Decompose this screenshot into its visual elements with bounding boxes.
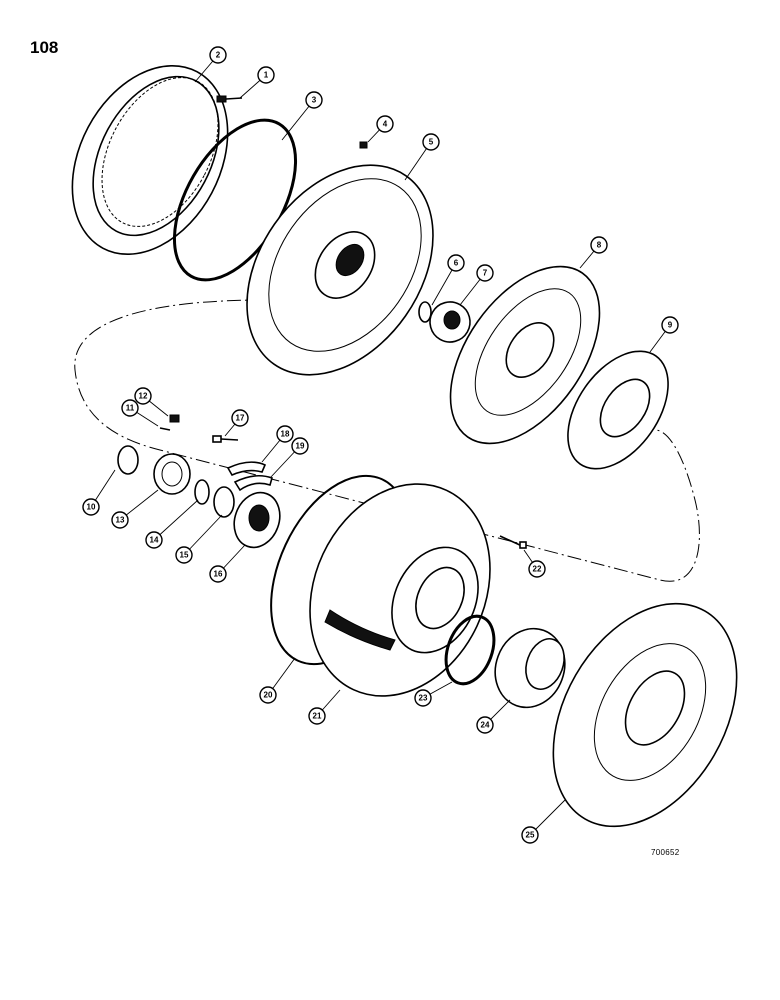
callout-22: 22 [528, 560, 546, 578]
impeller [309, 483, 491, 697]
callout-2: 2 [209, 46, 227, 64]
callout-18: 18 [276, 425, 294, 443]
stator [567, 350, 669, 470]
page-number: 108 [30, 38, 59, 57]
callout-label: 17 [236, 414, 245, 423]
callout-7: 7 [476, 264, 494, 282]
snap-ring [418, 301, 432, 323]
callout-label: 22 [533, 565, 542, 574]
callout-label: 11 [126, 404, 135, 413]
callout-17: 17 [231, 409, 249, 427]
callout-4: 4 [376, 115, 394, 133]
callout-label: 13 [116, 516, 125, 525]
converter-cover [246, 164, 434, 376]
callout-label: 24 [481, 721, 490, 730]
callout-label: 21 [313, 712, 322, 721]
callout-label: 2 [216, 51, 221, 60]
pump-cover [552, 602, 738, 828]
bolt-22 [499, 535, 527, 549]
callout-23: 23 [414, 689, 432, 707]
callout-label: 10 [87, 503, 96, 512]
callout-label: 4 [383, 120, 388, 129]
callout-25: 25 [521, 826, 539, 844]
lock-plate-lower [233, 474, 273, 492]
callout-10: 10 [82, 498, 100, 516]
lock-plate-upper [226, 461, 267, 477]
callout-label: 20 [264, 691, 273, 700]
assembly-centerline [74, 299, 700, 582]
callout-24: 24 [476, 716, 494, 734]
spacer [213, 486, 235, 518]
callout-label: 7 [483, 269, 488, 278]
nut [359, 141, 368, 149]
seal-ring [444, 614, 496, 686]
callout-16: 16 [209, 565, 227, 583]
callout-label: 6 [454, 259, 459, 268]
callout-1: 1 [257, 66, 275, 84]
callout-3: 3 [305, 91, 323, 109]
turbine [449, 265, 601, 445]
oil-seal [117, 445, 139, 475]
callout-label: 8 [597, 241, 602, 250]
callout-label: 25 [526, 831, 535, 840]
callout-label: 9 [668, 321, 673, 330]
callout-label: 18 [281, 430, 290, 439]
key [169, 414, 180, 423]
pin [159, 427, 171, 431]
callout-19: 19 [291, 437, 309, 455]
callout-label: 15 [180, 551, 189, 560]
callout-20: 20 [259, 686, 277, 704]
callout-15: 15 [175, 546, 193, 564]
callout-6: 6 [447, 254, 465, 272]
callout-label: 3 [312, 96, 317, 105]
hub-gear [494, 627, 566, 709]
callout-5: 5 [422, 133, 440, 151]
bolt-17 [212, 435, 239, 443]
callout-21: 21 [308, 707, 326, 725]
callout-label: 5 [429, 138, 434, 147]
callout-9: 9 [661, 316, 679, 334]
callout-8: 8 [590, 236, 608, 254]
callout-12: 12 [134, 387, 152, 405]
drawing-id: 700652 [651, 848, 680, 857]
callout-label: 12 [139, 392, 148, 401]
callout-13: 13 [111, 511, 129, 529]
callout-label: 16 [214, 570, 223, 579]
bearing [233, 491, 281, 549]
callout-label: 14 [150, 536, 159, 545]
snap-ring-small [194, 479, 210, 505]
bolt [216, 95, 243, 103]
callout-label: 19 [296, 442, 305, 451]
callout-label: 1 [264, 71, 269, 80]
ring-gear [71, 64, 229, 256]
ball-bearing [429, 301, 471, 343]
callout-14: 14 [145, 531, 163, 549]
needle-bearing [153, 453, 191, 495]
callout-label: 23 [419, 694, 428, 703]
callout-11: 11 [121, 399, 139, 417]
